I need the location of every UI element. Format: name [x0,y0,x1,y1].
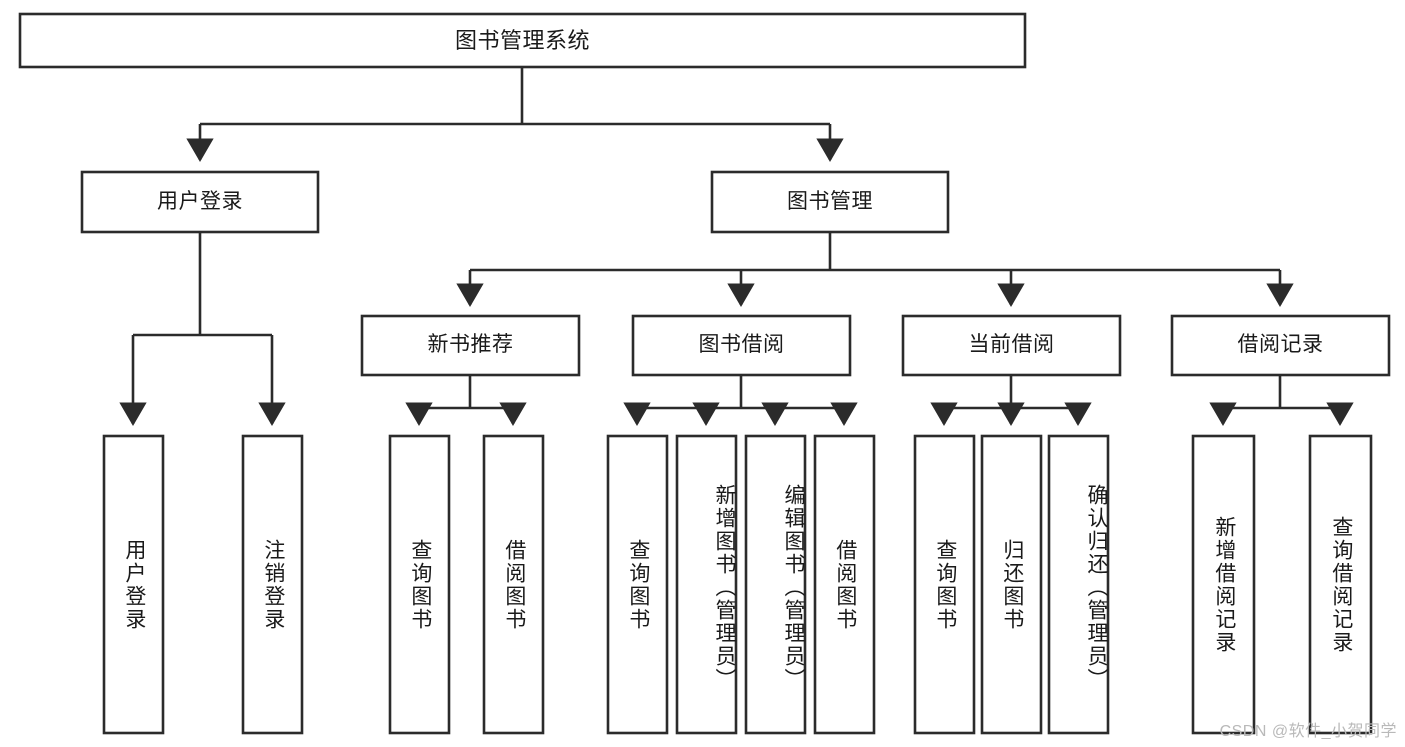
node-box-leaf-query-book-2[interactable] [606,434,669,735]
node-box-leaf-add-book[interactable] [675,434,738,735]
node-box-leaf-edit-book[interactable] [744,434,807,735]
node-box-book-manage[interactable] [710,170,950,234]
node-box-leaf-user-login[interactable] [102,434,165,735]
edge-root-to-level2 [186,67,844,162]
edge-book-manage-to-level3 [456,232,1294,307]
edge-book-borrow-to-leaves [623,375,858,426]
node-box-root[interactable] [18,12,1027,69]
edge-new-book-recommend-to-leaves [405,375,527,426]
edge-borrow-record-to-leaves [1209,375,1354,426]
node-box-new-book-recommend[interactable] [360,314,581,377]
node-box-leaf-query-book-3[interactable] [913,434,976,735]
node-box-leaf-borrow-book-1[interactable] [482,434,545,735]
edge-user-login-to-leaves [119,232,286,426]
edge-current-borrow-to-leaves [930,375,1092,426]
node-box-book-borrow[interactable] [631,314,852,377]
node-box-current-borrow[interactable] [901,314,1122,377]
node-box-leaf-confirm-return[interactable] [1047,434,1110,735]
node-box-user-login[interactable] [80,170,320,234]
node-box-leaf-borrow-book-2[interactable] [813,434,876,735]
node-box-leaf-return-book[interactable] [980,434,1043,735]
node-box-leaf-add-record[interactable] [1191,434,1256,735]
watermark-text: CSDN @软件_小贺同学 [1219,723,1397,740]
node-box-borrow-record[interactable] [1170,314,1391,377]
node-box-leaf-logout-login[interactable] [241,434,304,735]
node-box-leaf-query-record[interactable] [1308,434,1373,735]
node-box-leaf-query-book-1[interactable] [388,434,451,735]
